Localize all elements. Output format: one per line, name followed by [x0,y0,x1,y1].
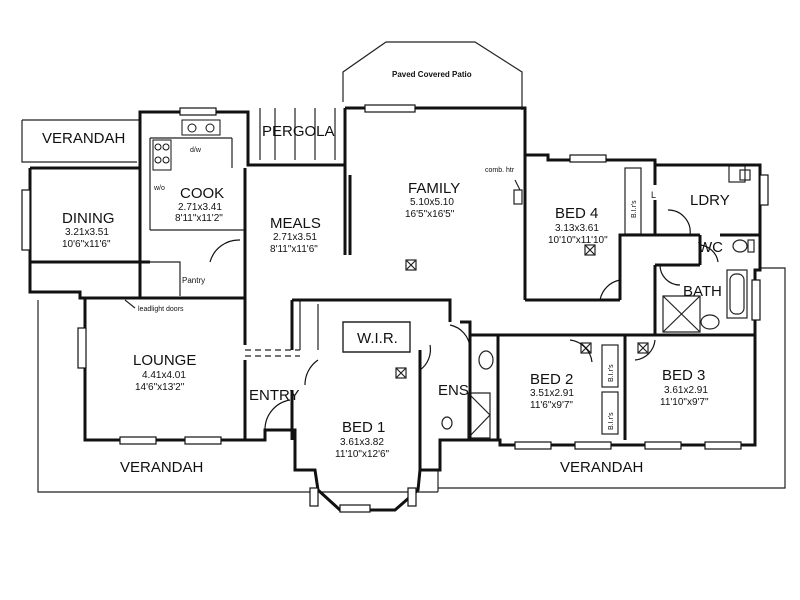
l-label: L [651,190,656,200]
bed1-label: BED 1 [342,419,385,436]
family-label: FAMILY [408,180,460,197]
dining-dim-metric: 3.21x3.51 [65,227,109,238]
patio-label: Paved Covered Patio [392,70,472,79]
main-walls [28,106,762,512]
bed2-label: BED 2 [530,371,573,388]
bed3-dim-imperial: 11'10"x9'7" [660,397,709,408]
bed3-label: BED 3 [662,367,705,384]
bed1-dim-imperial: 11'10"x12'6" [335,449,390,460]
bir-bed4-label: B.I.r's [631,200,638,218]
lounge-dim-imperial: 14'6"x13'2" [135,382,185,393]
ldry-label: LDRY [690,192,730,209]
dining-dim-imperial: 10'6"x11'6" [62,239,111,250]
verandah-nw-label: VERANDAH [42,130,125,147]
windows [21,104,769,513]
kitchen-fixtures [152,119,221,171]
bir-bed2-lower-label: B.I.r's [608,412,615,430]
bed2-dim-metric: 3.51x2.91 [530,388,574,399]
bed4-dim-metric: 3.13x3.61 [555,223,599,234]
bed1-dim-metric: 3.61x3.82 [340,437,384,448]
cook-label: COOK [180,185,224,202]
verandah-se-label: VERANDAH [560,459,643,476]
cook-dim-metric: 2.71x3.41 [178,202,222,213]
pantry-label: Pantry [182,276,205,285]
bir-bed2-label: B.I.r's [608,364,615,382]
bed3-dim-metric: 3.61x2.91 [664,385,708,396]
meals-label: MEALS [270,215,321,232]
lounge-label: LOUNGE [133,352,196,369]
bed4-dim-imperial: 10'10"x11'10" [548,235,608,246]
bed4-label: BED 4 [555,205,598,222]
ens-label: ENS [438,382,469,399]
dining-label: DINING [62,210,115,227]
lounge-dim-metric: 4.41x4.01 [142,370,186,381]
cook-dim-imperial: 8'11"x11'2" [175,213,223,224]
pergola-label: PERGOLA [262,123,335,140]
family-dim-metric: 5.10x5.10 [410,197,454,208]
wir-label: W.I.R. [357,330,398,347]
door-swings [209,209,719,431]
leadlight-label: leadlight doors [138,306,184,313]
wo-label: w/o [153,185,165,192]
meals-dim-metric: 2.71x3.51 [273,232,317,243]
family-dim-imperial: 16'5"x16'5" [405,209,455,220]
verandah-sw-label: VERANDAH [120,459,203,476]
comb-htr-label: comb. htr [485,167,515,174]
bed2-dim-imperial: 11'6"x9'7" [530,400,573,411]
meals-dim-imperial: 8'11"x11'6" [270,244,318,255]
thin-lines [21,41,786,493]
dw-label: d/w [190,147,202,154]
entry-label: ENTRY [249,387,300,404]
wc-label: WC [698,239,723,256]
bath-label: BATH [683,283,722,300]
